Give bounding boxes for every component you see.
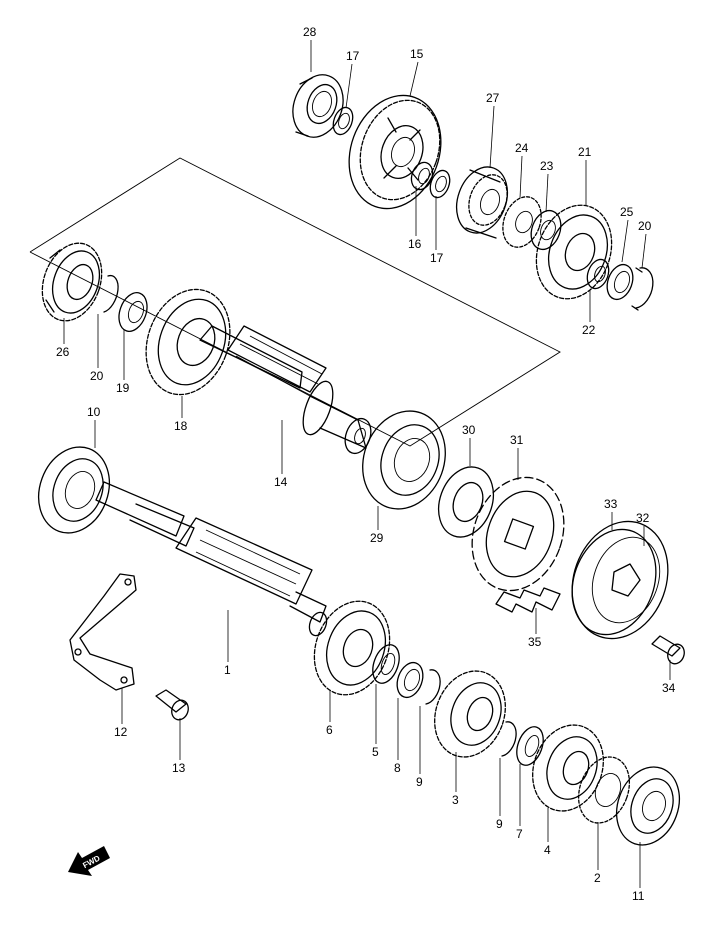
- label-31: 31: [510, 433, 524, 447]
- bushing-19: [118, 292, 148, 332]
- label-5: 5: [372, 745, 379, 759]
- washer-17-lower: [429, 169, 451, 199]
- label-23: 23: [540, 159, 554, 173]
- bearing-29: [362, 410, 446, 510]
- label-34: 34: [662, 681, 676, 695]
- gear-26: [41, 242, 103, 322]
- bearing-28: [292, 74, 344, 138]
- gear-24: [502, 196, 542, 248]
- cover-32: [571, 520, 669, 640]
- label-16: 16: [408, 237, 422, 251]
- bolt-34: [651, 635, 685, 665]
- circlip-9-upper: [425, 669, 441, 705]
- label-26: 26: [56, 345, 70, 359]
- label-32: 32: [636, 511, 650, 525]
- label-9-upper: 9: [416, 775, 423, 789]
- gear-15: [348, 94, 442, 210]
- label-17-lower: 17: [430, 251, 444, 265]
- gear-23: [530, 209, 562, 251]
- spacer-30: [437, 466, 495, 538]
- label-14: 14: [274, 475, 288, 489]
- chain-35: [495, 587, 561, 613]
- circlip-9-lower: [501, 721, 517, 757]
- gear-6: [313, 600, 391, 696]
- bushing-22: [586, 258, 610, 290]
- washer-8: [396, 661, 424, 699]
- washer-7: [516, 726, 544, 766]
- label-28: 28: [303, 25, 317, 39]
- retainer-plate-12: [69, 573, 137, 691]
- gear-21: [535, 204, 613, 300]
- bearing-11: [616, 766, 680, 846]
- label-27: 27: [486, 91, 500, 105]
- label-12: 12: [114, 725, 128, 739]
- label-24: 24: [515, 141, 529, 155]
- label-20-top: 20: [638, 219, 652, 233]
- mainshaft-1: [95, 481, 328, 637]
- label-7: 7: [516, 827, 523, 841]
- label-3: 3: [452, 793, 459, 807]
- label-9-lower: 9: [496, 817, 503, 831]
- label-6: 6: [326, 723, 333, 737]
- bearing-10: [38, 446, 110, 534]
- label-19: 19: [116, 381, 130, 395]
- label-33: 33: [604, 497, 618, 511]
- washer-17-top: [332, 106, 354, 136]
- label-1: 1: [224, 663, 231, 677]
- label-8: 8: [394, 761, 401, 775]
- gear-2: [577, 756, 631, 824]
- fwd-arrow-icon: FWD: [68, 846, 110, 876]
- gear-27: [455, 166, 509, 239]
- label-30: 30: [462, 423, 476, 437]
- gear-3: [434, 670, 506, 758]
- bolt-13: [155, 689, 189, 721]
- label-21: 21: [578, 145, 592, 159]
- label-10: 10: [87, 405, 101, 419]
- circlip-20-right: [631, 267, 654, 311]
- part-labels: 28 17 15 27 24 23 21 25 20 16 17 22 26 2…: [56, 25, 676, 903]
- label-29: 29: [370, 531, 384, 545]
- gear-18: [145, 288, 231, 396]
- label-13: 13: [172, 761, 186, 775]
- label-11: 11: [632, 889, 645, 903]
- label-18: 18: [174, 419, 188, 433]
- label-20-left: 20: [90, 369, 104, 383]
- label-25: 25: [620, 205, 634, 219]
- label-17-top: 17: [346, 49, 360, 63]
- label-15: 15: [410, 47, 424, 61]
- leader-lines: [63, 40, 671, 888]
- label-35: 35: [528, 635, 542, 649]
- label-22: 22: [582, 323, 596, 337]
- label-4: 4: [544, 843, 551, 857]
- countershaft-14: [199, 325, 372, 455]
- bushing-5: [372, 644, 400, 684]
- circlip-20-left: [103, 274, 119, 313]
- sprocket-31: [471, 476, 565, 592]
- label-2: 2: [594, 871, 601, 885]
- washer-25: [606, 263, 634, 301]
- bushing-16: [410, 161, 434, 191]
